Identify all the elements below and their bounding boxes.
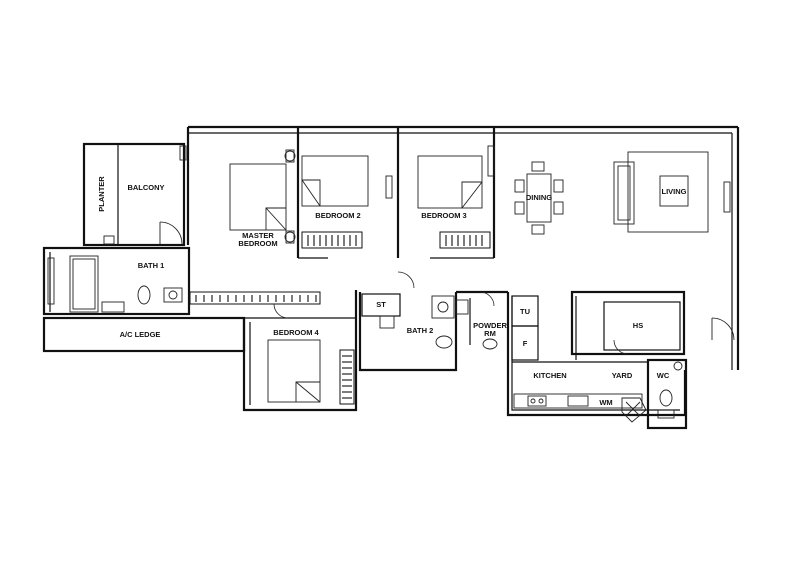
bedroom4-bed: [267, 339, 321, 403]
label-powder-rm-1: POWDER: [473, 321, 507, 330]
living-furniture: [613, 151, 709, 233]
interior-walls: [189, 127, 648, 363]
label-wm: WM: [599, 398, 612, 407]
master-bed: [229, 163, 287, 231]
label-planter: PLANTER: [97, 176, 106, 212]
label-hs: HS: [633, 321, 643, 330]
label-bath-1: BATH 1: [138, 261, 165, 270]
label-bath-2: BATH 2: [407, 326, 434, 335]
bedroom2-wardrobe: [301, 231, 363, 249]
bedroom3-bed: [417, 155, 483, 209]
powder-fixtures: [455, 299, 498, 350]
bath1-fixtures: [69, 255, 183, 313]
kitchen-counter: [513, 393, 647, 423]
label-master-bedroom-2: BEDROOM: [238, 239, 277, 248]
label-powder-rm-2: RM: [484, 329, 496, 338]
master-columns: [284, 149, 296, 244]
corridor-wardrobe: [195, 295, 317, 302]
label-bedroom-2: BEDROOM 2: [315, 211, 360, 220]
label-balcony: BALCONY: [127, 183, 164, 192]
room-labels: PLANTER BALCONY MASTER BEDROOM BEDROOM 2…: [97, 176, 687, 407]
label-bedroom-4: BEDROOM 4: [273, 328, 319, 337]
label-tu: TU: [520, 307, 530, 316]
label-ac-ledge: A/C LEDGE: [120, 330, 161, 339]
bedroom4-wardrobe: [339, 349, 355, 405]
label-yard: YARD: [612, 371, 633, 380]
bedroom2-bed: [301, 155, 369, 207]
label-master-bedroom-1: MASTER: [242, 231, 274, 240]
wc-fixtures: [657, 361, 683, 419]
outer-walls: [42, 125, 740, 430]
label-st: ST: [376, 300, 386, 309]
label-bedroom-3: BEDROOM 3: [421, 211, 466, 220]
bedroom3-wardrobe: [439, 231, 491, 249]
label-dining: DINING: [526, 193, 552, 202]
doors: [47, 145, 735, 355]
bath2-fixtures: [379, 295, 455, 349]
label-wc: WC: [657, 371, 670, 380]
dining-table: [514, 161, 564, 235]
label-f: F: [523, 339, 528, 348]
label-kitchen: KITCHEN: [533, 371, 566, 380]
label-living: LIVING: [661, 187, 686, 196]
